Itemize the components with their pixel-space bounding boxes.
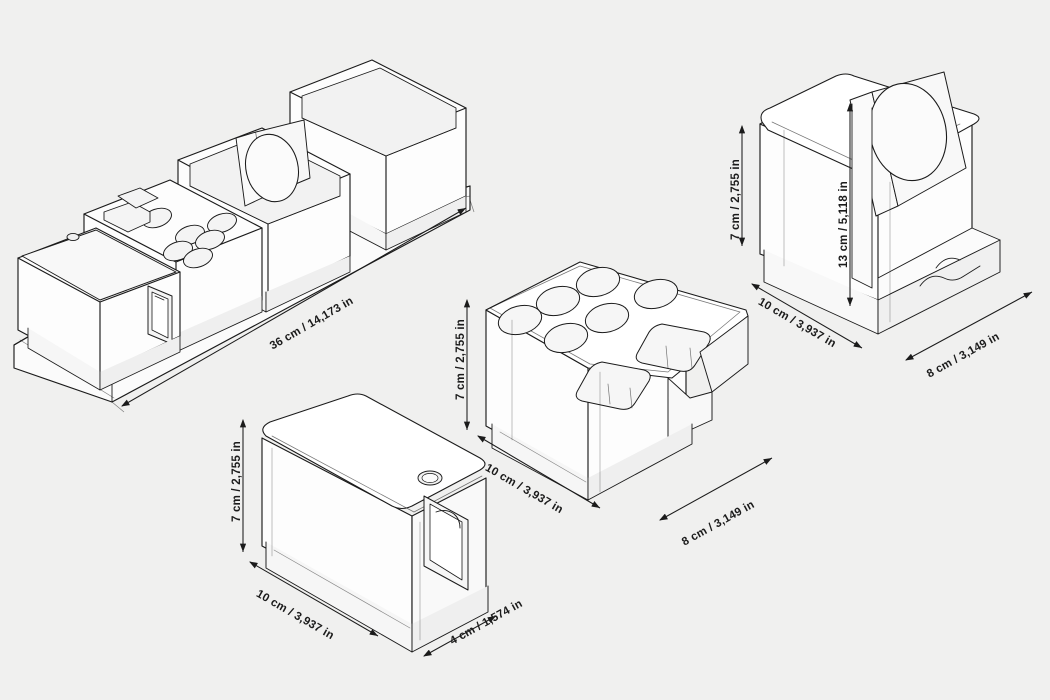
dimline-assembly-width xyxy=(121,207,467,407)
dimline-box-depth xyxy=(423,615,497,657)
dimension-lines xyxy=(111,102,1033,657)
dimline-caddy-width xyxy=(751,283,863,349)
dimline-tray-width xyxy=(477,435,601,509)
dimline-tray-depth xyxy=(659,457,773,521)
dimline-box-width xyxy=(249,561,379,637)
assembly-illustration xyxy=(13,59,1001,653)
dimline-caddy-depth xyxy=(905,291,1033,361)
